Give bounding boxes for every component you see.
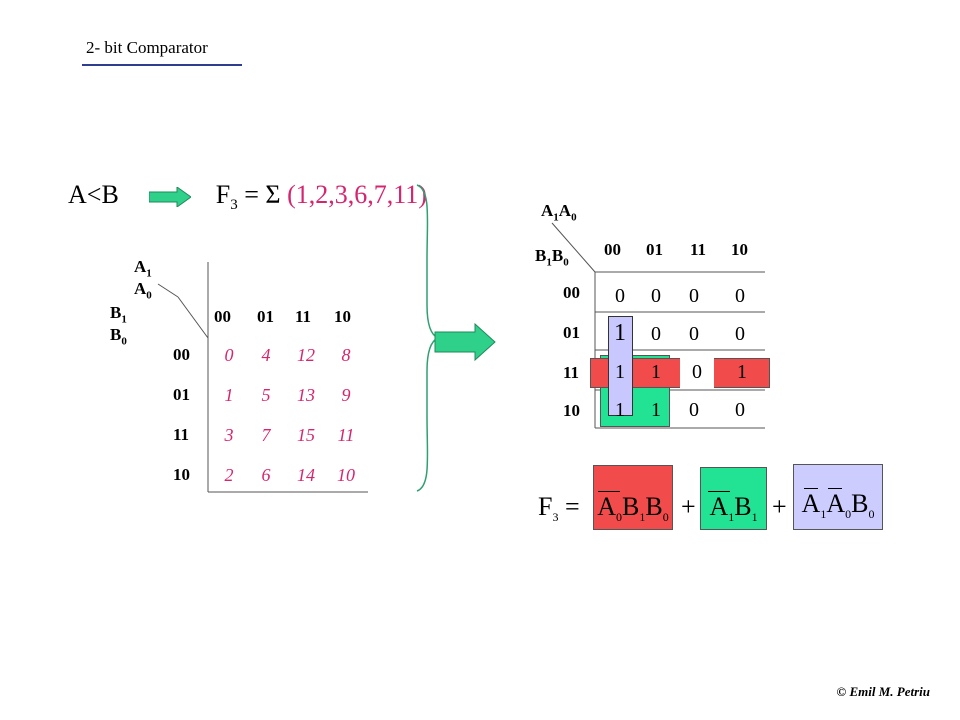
right-kmap-cell: 0 [615,285,625,307]
left-kmap-row-header: 10 [173,465,190,484]
plus-sign: + [772,492,787,521]
left-kmap-col-header: 01 [257,307,274,326]
left-kmap-cell: 5 [261,385,271,405]
blue-group [608,316,633,416]
overbar-A1 [708,491,730,492]
right-kmap-col-header: 01 [646,240,663,259]
left-kmap-cell: 0 [224,345,234,365]
left-kmap-col-header: 00 [214,307,231,326]
left-kmap-row-header: 11 [173,425,190,444]
brace-arrow [416,184,496,492]
right-kmap-row-vars: B1B0 [535,246,569,269]
right-kmap-cell: 1 [737,361,747,383]
left-kmap-col-header: 10 [334,307,351,326]
headline: A<B F3 = Σ (1,2,3,6,7,11) [68,180,427,214]
right-kmap-row-header: 11 [563,363,580,382]
term-red: A0B1B0 [593,465,673,530]
left-kmap-cell: 1 [224,385,234,405]
right-kmap-col-vars: A1A0 [541,201,577,224]
right-kmap-cell: 1 [615,399,625,421]
overbar-A0 [598,491,620,492]
minterm-list: (1,2,3,6,7,11) [280,180,427,209]
big-arrow-icon [434,322,496,362]
right-kmap-cell: 0 [735,323,745,345]
left-kmap-cell: 11 [337,425,355,445]
left-kmap-cell: 2 [224,465,234,485]
right-kmap-cell: 0 [689,399,699,421]
left-kmap-cell: 7 [261,425,271,445]
left-kmap-lines [157,262,368,493]
left-kmap-row-header: 01 [173,385,190,404]
right-kmap-cell: 0 [692,361,702,383]
left-kmap-cell: 3 [224,425,234,445]
left-kmap-cell: 9 [341,385,351,405]
red-group-gap [680,358,714,388]
term-blue: A1A0B0 [793,464,883,530]
page-title: 2- bit Comparator [86,38,208,57]
right-kmap-col-header: 11 [690,240,707,259]
title-underline [82,64,242,66]
right-kmap-cell: 0 [689,285,699,307]
equals-sign: = [237,180,266,209]
right-kmap-cell: 0 [651,285,661,307]
right-kmap-cell: 0 [651,323,661,345]
left-kmap-row-vars: B1 B0 [110,303,127,348]
left-kmap-col-header: 11 [295,307,312,326]
left-kmap-cell: 10 [337,465,355,485]
left-kmap-cell: 6 [261,465,271,485]
right-kmap-row-header: 00 [563,283,580,302]
right-kmap-cell: 0 [735,285,745,307]
arrow-right-icon [148,186,193,209]
left-kmap-cell: 15 [297,425,315,445]
footer-credit: © Emil M. Petriu [836,684,930,699]
right-kmap-cell: 1 [651,361,661,383]
right-kmap-cell: 0 [689,323,699,345]
term-green: A1B1 [700,467,767,530]
overbar-A0 [828,488,842,489]
left-kmap-cell: 13 [297,385,315,405]
right-kmap-col-header: 10 [731,240,748,259]
left-kmap-cell: 12 [297,345,315,365]
sigma-symbol: Σ [265,180,281,209]
right-kmap-col-header: 00 [604,240,621,259]
condition: A<B [68,180,119,209]
right-kmap-row-header: 01 [563,323,580,342]
right-kmap-row-header: 10 [563,401,580,420]
right-kmap-cell: 0 [735,399,745,421]
right-kmap-cell: 1 [615,361,625,383]
function-name: F3 [215,180,238,214]
overbar-A1 [804,488,818,489]
plus-sign: + [681,492,696,521]
left-kmap-cell: 14 [297,465,315,485]
left-kmap-cell: 4 [261,345,271,365]
right-kmap-cell: 1 [614,320,626,346]
right-kmap-cell: 1 [651,399,661,421]
left-kmap-col-vars: A1 A0 [134,257,152,302]
left-kmap-cell: 8 [341,345,351,365]
left-kmap-row-header: 00 [173,345,190,364]
equation-lhs: F3 = [538,492,580,525]
